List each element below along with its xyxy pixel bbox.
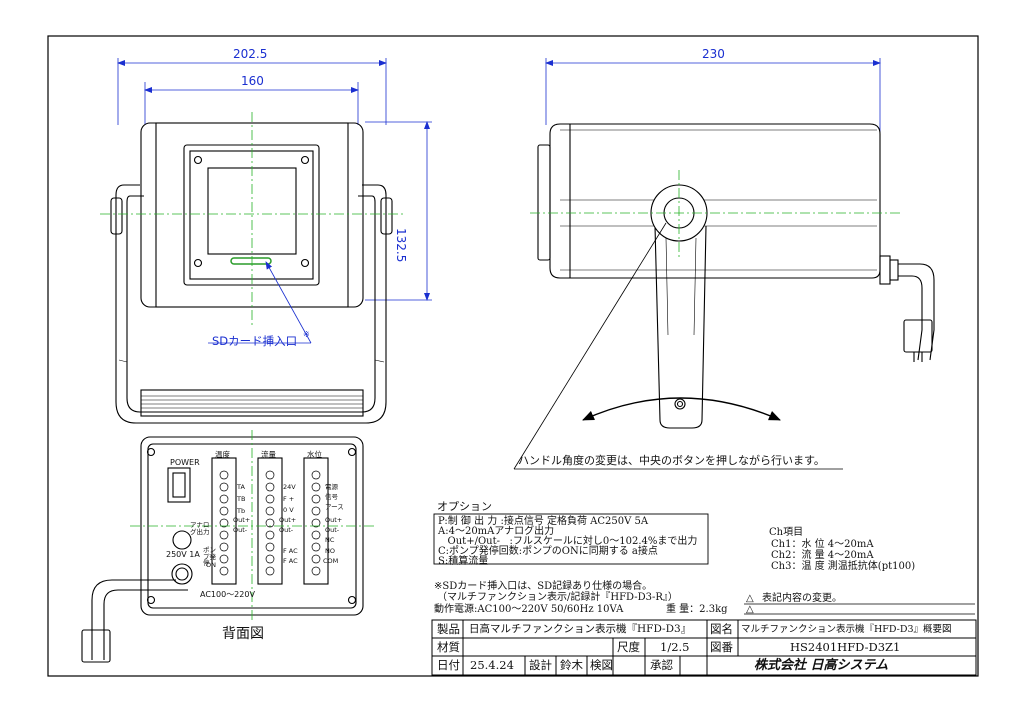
analog-out-label: アナログ出力 xyxy=(190,521,210,536)
dim-front-inner: 160 xyxy=(241,74,264,88)
pump-on-label: ON xyxy=(206,561,216,569)
group-flow-title: 流量 xyxy=(261,450,276,459)
weight-note: 重 量：2.3kg xyxy=(666,604,728,615)
back-view-title: 背面図 xyxy=(222,626,264,642)
dim-height: 132.5 xyxy=(394,228,408,263)
terminal-label: 24V xyxy=(283,483,296,491)
options-line: P:制 御 出 力 :接点信号 定格負荷 AC250V 5A xyxy=(438,516,649,527)
tb-product-label: 製品 xyxy=(437,622,460,636)
options-line: Out+/Out- :フルスケールに対し0～102.4%まで出力 xyxy=(438,536,698,547)
ch-line: Ch1：水 位 4～20mA xyxy=(771,539,874,550)
pump-label: ポンプ発停 xyxy=(203,546,216,567)
sd-slot-mark: ※ xyxy=(303,330,310,339)
terminal-label: TA xyxy=(237,483,245,491)
terminal-label: F AC xyxy=(283,557,298,565)
ch-line: Ch3：温 度 測温抵抗体(pt100) xyxy=(771,561,916,572)
dim-side-width: 230 xyxy=(702,47,725,61)
sd-note-1: ※SDカード挿入口は、SD記録あり仕様の場合。 xyxy=(434,581,653,592)
sd-note-2: （マルチファンクション表示/記録計『HFD-D3-R』） xyxy=(437,592,678,603)
terminal-label: Out- xyxy=(279,526,294,534)
tb-design-value: 鈴木 xyxy=(560,658,583,672)
tb-scale-value: 1/2.5 xyxy=(660,640,690,654)
ch-line: Ch2：流 量 4～20mA xyxy=(771,550,874,561)
terminal-label: Tb xyxy=(237,507,246,515)
ch-title: Ch項目 xyxy=(769,527,804,538)
options-box xyxy=(433,513,709,565)
handle-note: ハンドル角度の変更は、中央のボタンを押しながら行います。 xyxy=(518,454,825,467)
terminal-label: 電源 xyxy=(325,483,338,491)
terminal-label: F + xyxy=(283,495,295,503)
tb-drawing-no-value: HS2401HFD-D3Z1 xyxy=(790,640,901,654)
side-view xyxy=(513,58,935,470)
back-view xyxy=(81,430,375,663)
options-line: C:ポンプ発停回数:ポンプのONに同期する a接点 xyxy=(438,546,658,557)
tb-date-label: 日付 xyxy=(437,658,460,672)
sd-slot-label: SDカード挿入口 xyxy=(212,334,298,348)
terminal-label: COM xyxy=(323,557,339,565)
options-line: A:4～20mAアナログ出力 xyxy=(438,526,555,537)
tb-company: 株式会社 日高システム xyxy=(754,658,889,673)
tb-figname-value: マルチファンクション表示機『HFD-D3』概要図 xyxy=(741,624,952,635)
terminal-label: Out- xyxy=(325,526,340,534)
terminal-label: Out- xyxy=(233,526,248,534)
terminal-label: Out+ xyxy=(233,516,251,524)
tb-drawing-no-label: 図番 xyxy=(710,640,733,654)
tb-figname-label: 図名 xyxy=(710,622,733,636)
terminal-label: F AC xyxy=(283,547,298,555)
dim-front-outer: 202.5 xyxy=(233,47,268,61)
tb-product-value: 日高マルチファンクション表示機『HFD-D3』 xyxy=(469,623,692,635)
tb-date-value: 25.4.24 xyxy=(470,658,514,672)
title-block xyxy=(431,619,977,676)
terminal-label: アース xyxy=(325,503,344,511)
terminal-label: NO xyxy=(325,547,335,555)
power-note: 動作電源:AC100～220V 50/60Hz 10VA xyxy=(434,604,624,615)
revision-text: 表記内容の変更。 xyxy=(762,593,842,604)
fuse-label: 250V 1A xyxy=(166,550,200,559)
terminal-label: TB xyxy=(237,495,246,503)
sheet-border xyxy=(47,35,979,677)
terminal-label: 信号 xyxy=(325,493,338,501)
tb-check-label: 検図 xyxy=(590,658,613,672)
terminal-screws xyxy=(219,470,321,576)
options-title: オプション xyxy=(437,500,492,513)
ac-label: AC100～220V xyxy=(200,590,255,599)
revision-mark: △ xyxy=(746,593,754,604)
terminal-label: 0 V xyxy=(283,506,294,514)
tb-material-label: 材質 xyxy=(437,640,460,654)
terminal-label: Out+ xyxy=(279,516,297,524)
tb-design-label: 設計 xyxy=(529,658,552,672)
terminal-label: Out+ xyxy=(325,516,343,524)
terminal-label: NC xyxy=(325,536,335,544)
tb-scale-label: 尺度 xyxy=(617,640,640,654)
revision-mark-2: △ xyxy=(746,604,754,615)
group-level-title: 水位 xyxy=(307,450,322,459)
front-view xyxy=(100,58,432,424)
group-temp-title: 温度 xyxy=(215,450,230,459)
options-line: S:積算流量 xyxy=(438,556,489,567)
tb-approve-label: 承認 xyxy=(650,658,673,672)
power-label: POWER xyxy=(170,458,200,467)
